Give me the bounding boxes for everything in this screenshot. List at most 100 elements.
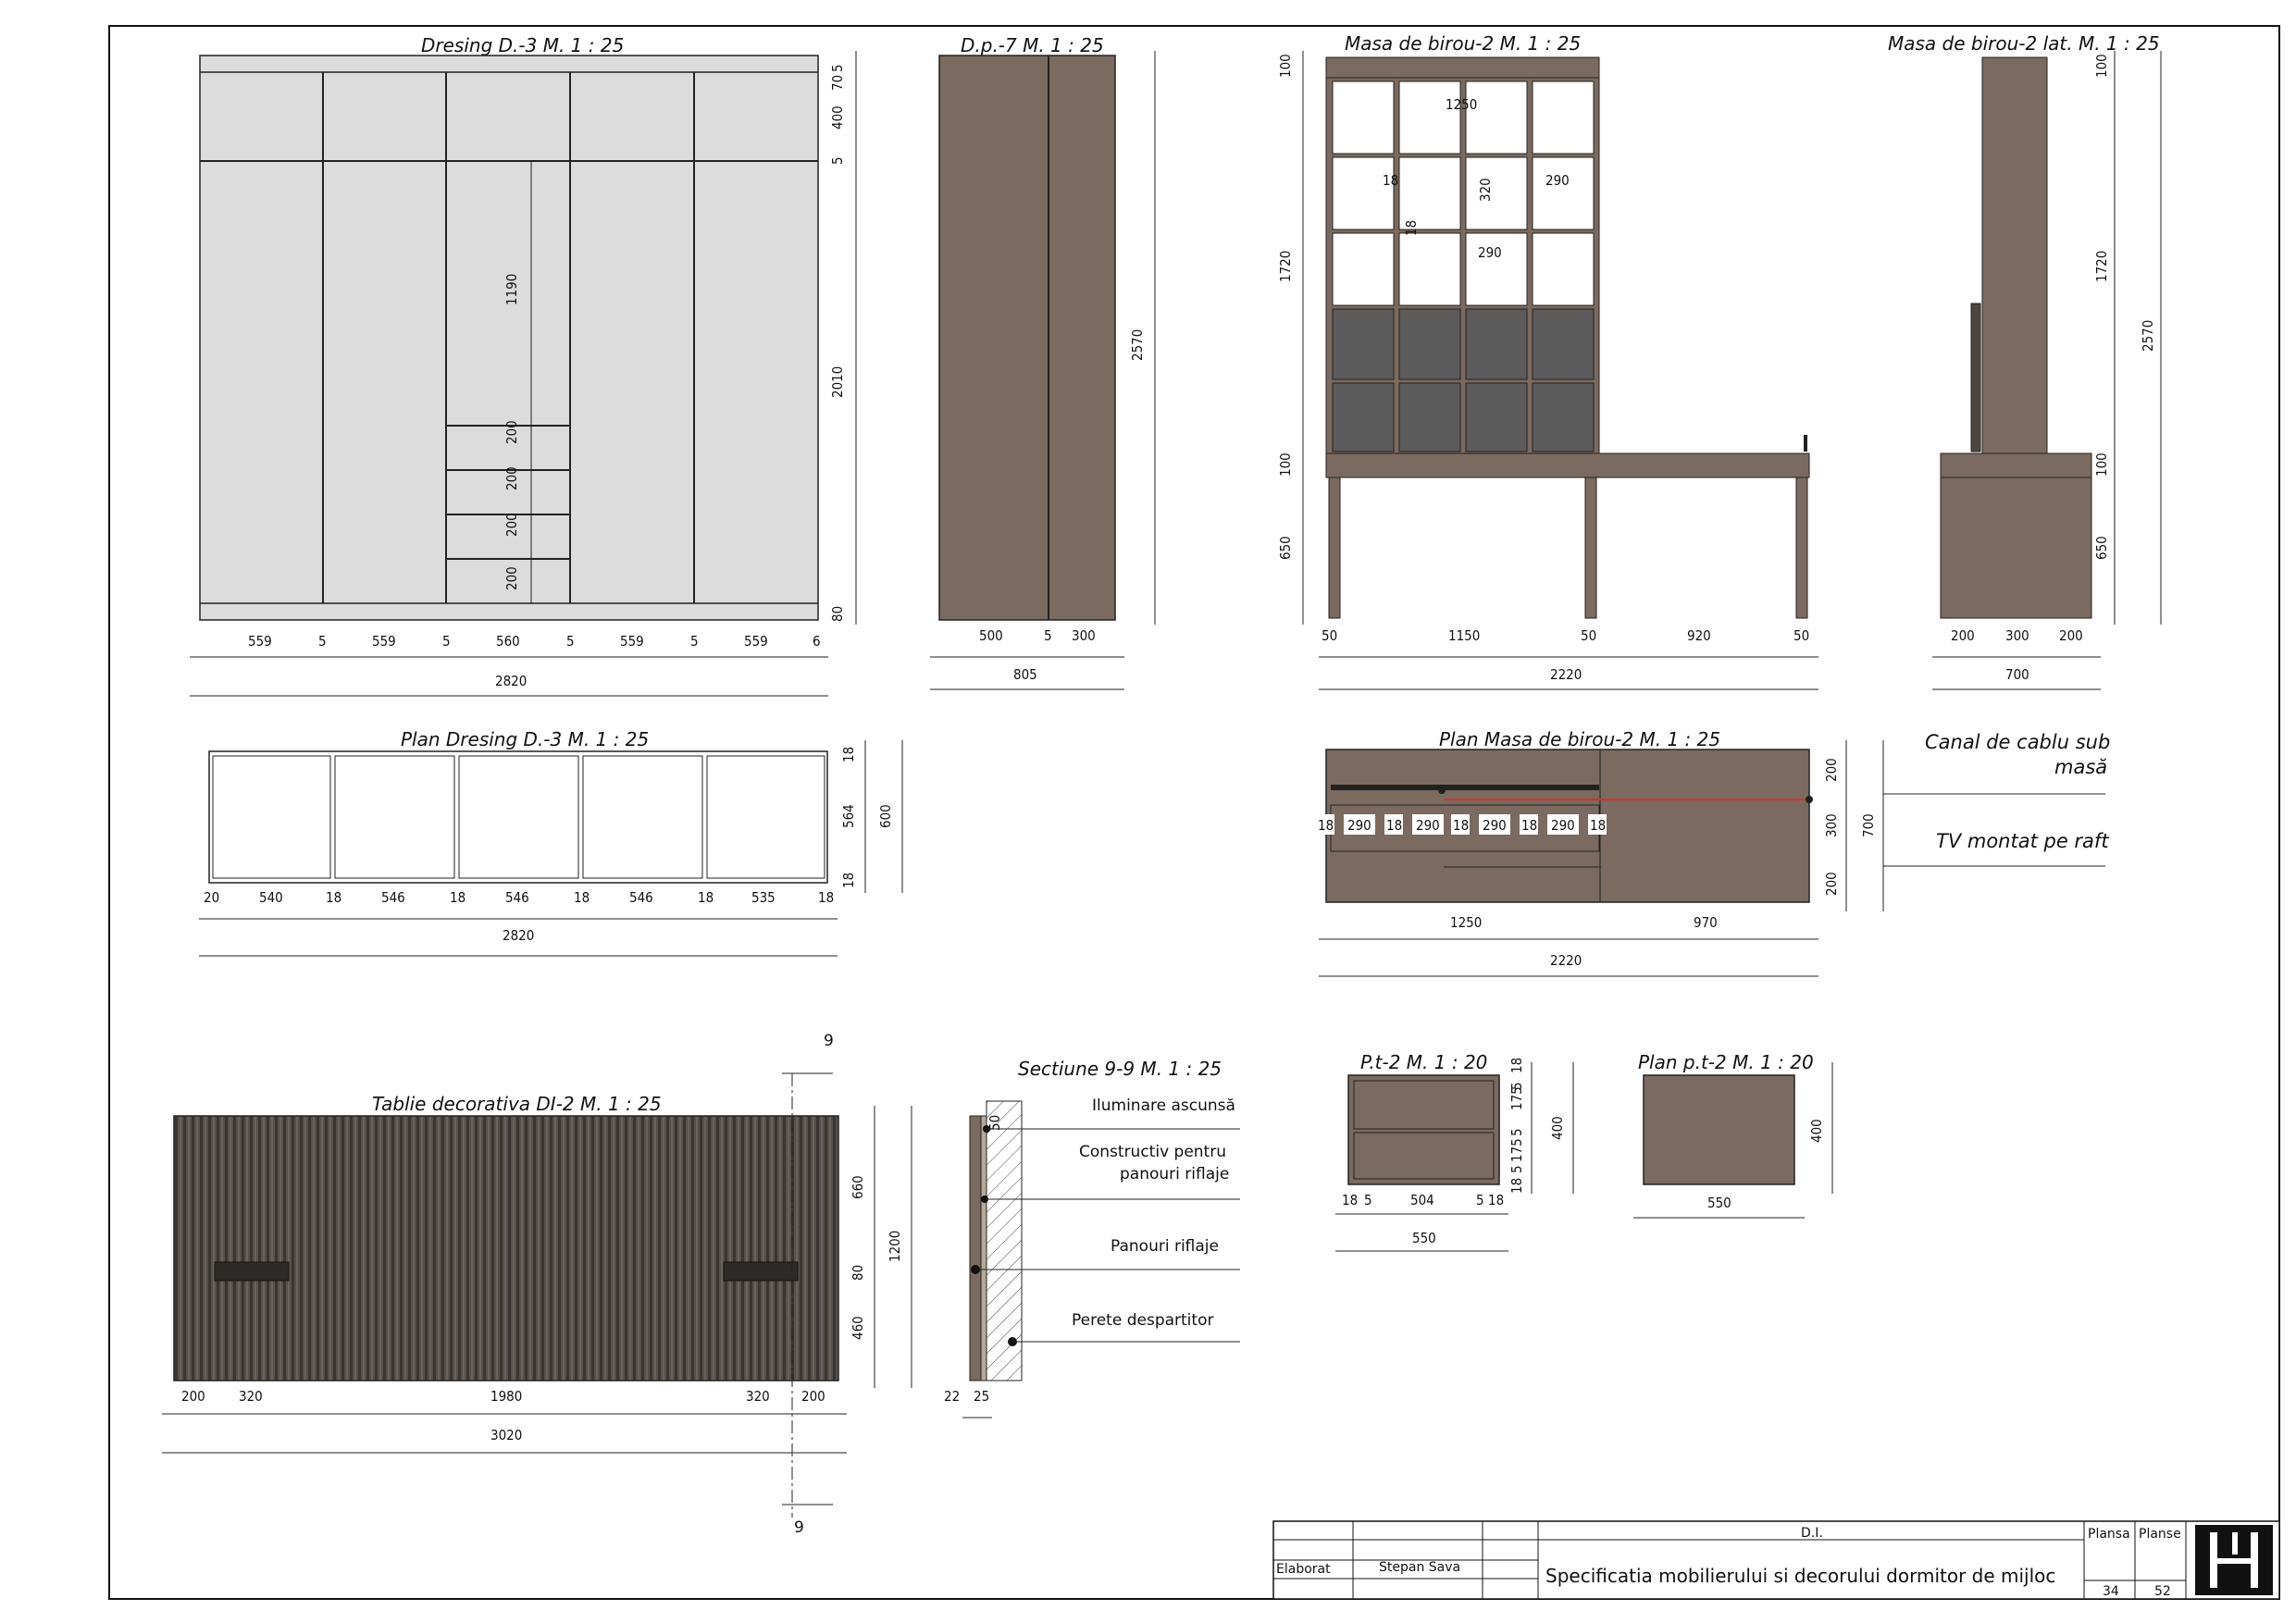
drawings-plan-dresing-h-dims-6-label: 18 xyxy=(574,889,590,906)
drawings-tablie-height-label: 1200 xyxy=(887,1231,903,1262)
drawings-pt2-h-dims-2-label: 504 xyxy=(1410,1192,1434,1208)
drawings-plan-dresing-h-dims-7-label: 546 xyxy=(629,889,653,906)
drawings-plan-dresing-v-dims-2-label: 18 xyxy=(840,873,857,888)
drawings-plan-masa-inner-3-label: 290 xyxy=(1416,817,1440,834)
drawings-dresing-inner-dims-0-label: 1190 xyxy=(503,274,520,305)
drawings-dresing-inner-dims-4-label: 200 xyxy=(503,466,520,490)
drawings-plan-dresing-h-dims-9-label: 535 xyxy=(751,889,776,906)
drawings-pt2-h-dims-0-label: 18 xyxy=(1342,1192,1358,1208)
drawings-sectiune-dims-1-label: 22 xyxy=(944,1388,960,1405)
drawings-plan-masa-note2-label: TV montat pe raft xyxy=(1936,830,2109,852)
drawings-tablie-h-dims-2-label: 1980 xyxy=(490,1388,522,1405)
drawings-plan-masa-inner-7-label: 290 xyxy=(1551,817,1575,834)
drawings-plan-dresing-total-label: 2820 xyxy=(503,927,534,944)
drawings-sectiune-labels-4-label: Perete despartitor xyxy=(1072,1311,1213,1330)
drawings-dp7-h-dims-1-label: 5 xyxy=(1044,627,1052,644)
title-block: Elaborat Stepan Sava D.I. Specificatia m… xyxy=(1272,1520,2280,1600)
drawings-plan-dresing-h-dims-3-label: 546 xyxy=(381,889,405,906)
drawings-dp7-total-label: 805 xyxy=(1013,666,1037,683)
drawings-plan-masa-depth-label: 700 xyxy=(1860,813,1877,837)
drawings-pt2-h-dims-3-label: 5 xyxy=(1476,1192,1484,1208)
plan-pt2: Plan p.t-2 M. 1 : 20 550 400 xyxy=(1633,1051,1833,1219)
drawings-tablie-total-label: 3020 xyxy=(490,1427,522,1443)
drawings-sectiune-labels-1-label: Constructiv pentru xyxy=(1079,1143,1226,1161)
title-block-elaborat-label: Elaborat xyxy=(1276,1562,1331,1577)
drawings-masa-lat-v-dims-0-label: 100 xyxy=(2093,54,2110,78)
drawings-plan-masa-inner-5-label: 290 xyxy=(1483,817,1507,834)
drawings-dresing-h-dims-7-label: 5 xyxy=(690,633,699,650)
drawings-pt2-title: P.t-2 M. 1 : 20 xyxy=(1360,1051,1487,1073)
title-block-sheets-label: Planse xyxy=(2139,1527,2181,1542)
drawings-dresing-h-dims-0-label: 559 xyxy=(248,633,272,650)
drawings-dresing-h-dims-8-label: 559 xyxy=(744,633,768,650)
masa-elevation: Masa de birou-2 M. 1 : 25 1250 18 xyxy=(1277,32,1818,690)
drawings-masa-inner-2-label: 320 xyxy=(1477,178,1494,202)
drawings-masa-inner-4-label: 18 xyxy=(1403,220,1420,236)
drawings-plan-masa-inner-1-label: 290 xyxy=(1347,817,1371,834)
drawings-dresing-v-dims-2-label: 400 xyxy=(829,105,846,130)
drawings-masa-title: Masa de birou-2 M. 1 : 25 xyxy=(1345,32,1581,55)
drawings-masa-lat-v-dims-1-label: 1720 xyxy=(2093,251,2110,282)
drawings-masa-h-dims-0-label: 50 xyxy=(1322,627,1337,644)
drawings-tablie-h-dims-1-label: 320 xyxy=(239,1388,263,1405)
drawings-sectiune-dims-0-label: 50 xyxy=(987,1115,1003,1131)
drawings-masa-inner-1-label: 18 xyxy=(1383,172,1398,189)
drawings-tablie-h-dims-0-label: 200 xyxy=(181,1388,205,1405)
drawings-sectiune-title: Sectiune 9-9 M. 1 : 25 xyxy=(1018,1058,1222,1080)
drawings-plan-dresing-h-dims-2-label: 18 xyxy=(326,889,341,906)
drawings-dresing-inner-dims-8-label: 200 xyxy=(503,566,520,590)
drawings-dresing-total-label: 2820 xyxy=(495,673,527,689)
drawings-dresing-h-dims-4-label: 560 xyxy=(496,633,520,650)
dp7-elevation: D.p.-7 M. 1 : 25 500 5 300 805 2570 xyxy=(930,34,1156,690)
drawings-masa-inner-0-label: 1250 xyxy=(1446,96,1477,113)
drawings-dresing-h-dims-1-label: 5 xyxy=(318,633,327,650)
drawings-tablie-v-dims-1-label: 80 xyxy=(850,1265,866,1281)
drawings-dresing-v-dims-4-label: 2010 xyxy=(829,366,846,398)
drawings-sectiune-labels-2-label: panouri riflaje xyxy=(1120,1165,1229,1183)
drawings-plan-dresing-v-dims-0-label: 18 xyxy=(840,747,857,762)
drawings-pt2-v-dims-1-label: 5 xyxy=(1508,1082,1525,1090)
drawings-plan-pt2-width-label: 550 xyxy=(1707,1195,1731,1211)
drawings-plan-masa-total-label: 2220 xyxy=(1550,952,1582,969)
drawings-plan-masa-inner-6-label: 18 xyxy=(1521,817,1537,834)
drawings-masa-total-label: 2220 xyxy=(1550,666,1582,683)
drawings-dresing-inner-dims-2-label: 200 xyxy=(503,420,520,444)
drawings-sectiune-labels-0-label: Iluminare ascunsă xyxy=(1092,1096,1235,1115)
drawings-masa-v-dims-3-label: 650 xyxy=(1277,536,1294,560)
drawings-plan-dresing-h-dims-0-label: 20 xyxy=(204,889,219,906)
drawings-masa-v-dims-1-label: 1720 xyxy=(1277,251,1294,282)
drawings-sectiune-labels-3-label: Panouri riflaje xyxy=(1111,1237,1219,1256)
drawings-masa-v-dims-0-label: 100 xyxy=(1277,54,1294,78)
drawings-tablie-h-dims-4-label: 200 xyxy=(801,1388,825,1405)
drawings-tablie-v-dims-2-label: 460 xyxy=(850,1316,866,1340)
drawings-pt2-h-dims-1-label: 5 xyxy=(1364,1192,1372,1208)
drawings-pt2-h-total-label: 550 xyxy=(1412,1230,1436,1246)
drawings-dresing-h-dims-9-label: 6 xyxy=(813,633,821,650)
drawings-tablie-title: Tablie decorativa DI-2 M. 1 : 25 xyxy=(372,1093,662,1115)
drawings-plan-dresing-title: Plan Dresing D.-3 M. 1 : 25 xyxy=(401,728,649,750)
drawings-plan-dresing-h-dims-5-label: 546 xyxy=(505,889,529,906)
drawings-pt2-v-dims-4-label: 175 xyxy=(1508,1138,1525,1162)
drawings-plan-dresing-h-dims-8-label: 18 xyxy=(698,889,714,906)
plan-dresing: Plan Dresing D.-3 M. 1 : 25 20 540 18 54… xyxy=(199,728,903,957)
drawings-pt2-v-dims-5-label: 5 xyxy=(1508,1165,1525,1173)
drawings-pt2-v-dims-3-label: 5 xyxy=(1508,1128,1525,1136)
sheet-border xyxy=(108,25,2280,1600)
drawings-plan-masa-v-dims-2-label: 200 xyxy=(1823,872,1840,896)
drawings-masa-h-dims-2-label: 50 xyxy=(1581,627,1596,644)
drawings-plan-dresing-depth-label: 600 xyxy=(877,804,894,828)
dresing-title: Dresing D.-3 M. 1 : 25 xyxy=(421,34,624,56)
drawings-dresing-h-dims-6-label: 559 xyxy=(620,633,644,650)
drawings-dp7-h-dims-2-label: 300 xyxy=(1072,627,1096,644)
drawings-dresing-v-dims-5-label: 80 xyxy=(829,606,846,622)
title-block-sheets: 52 xyxy=(2154,1584,2171,1599)
drawings-plan-masa-v-dims-1-label: 300 xyxy=(1823,813,1840,837)
drawings-dp7-h-dims-0-label: 500 xyxy=(979,627,1003,644)
title-block-description: Specificatia mobilierului si decorului d… xyxy=(1545,1565,2055,1587)
drawings-masa-lat-h-dims-1-label: 300 xyxy=(2005,627,2029,644)
drawings-plan-masa-h-dims-1-label: 970 xyxy=(1694,914,1718,931)
drawings-dresing-v-dims-3-label: 5 xyxy=(829,156,846,165)
drawings-masa-lat-v-dims-2-label: 100 xyxy=(2093,452,2110,477)
drawings-dresing-v-dims-0-label: 5 xyxy=(829,64,846,72)
sectiune-9-9: Sectiune 9-9 M. 1 : 25 Iluminare ascunsă… xyxy=(944,1058,1240,1419)
